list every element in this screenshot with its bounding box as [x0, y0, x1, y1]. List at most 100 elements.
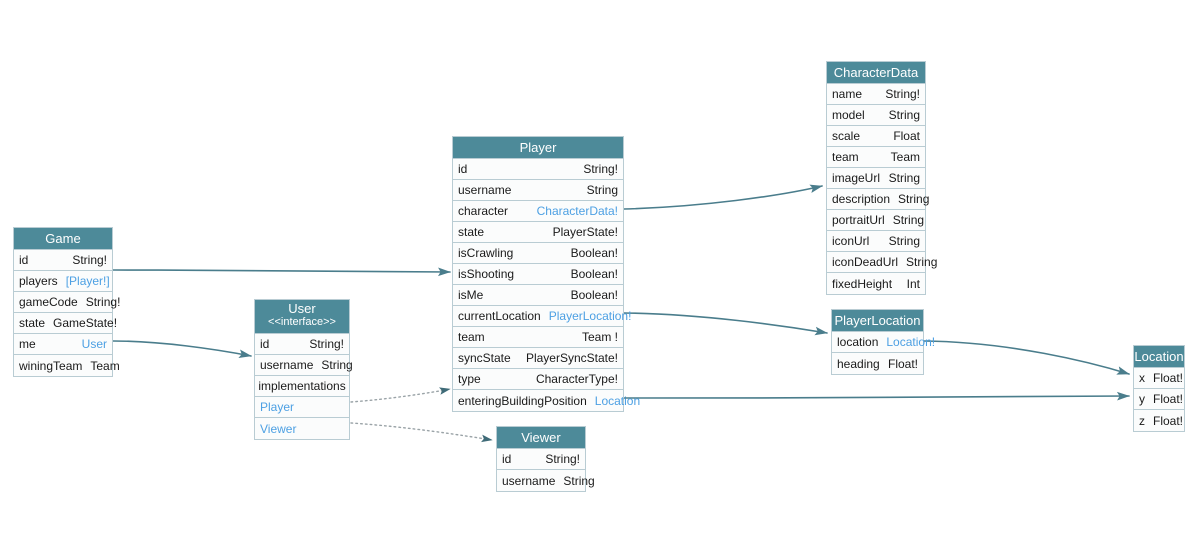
field-name: imageUrl — [832, 171, 881, 185]
field-row[interactable]: scale Float — [827, 126, 925, 147]
entity-name: Viewer — [521, 430, 561, 445]
field-row[interactable]: me User — [14, 334, 112, 355]
field-name: character — [458, 204, 509, 218]
field-type: String! — [885, 87, 920, 101]
field-type: Float! — [887, 356, 918, 371]
field-name: players — [19, 274, 58, 288]
field-type[interactable]: PlayerLocation! — [548, 309, 632, 323]
field-row[interactable]: character CharacterData! — [453, 201, 623, 222]
field-name: isMe — [458, 288, 484, 302]
field-name: iconUrl — [832, 234, 870, 248]
field-type: String! — [583, 162, 618, 176]
entity-title-playerlocation: PlayerLocation — [832, 310, 923, 332]
field-type: String! — [72, 253, 107, 267]
entity-title-characterdata: CharacterData — [827, 62, 925, 84]
field-name: username — [458, 183, 512, 197]
field-name: x — [1139, 371, 1145, 385]
field-name: isShooting — [458, 267, 515, 281]
field-name: fixedHeight — [832, 276, 893, 291]
field-type: Team — [890, 150, 920, 164]
entity-title-player: Player — [453, 137, 623, 159]
entity-title-user: User<<interface>> — [255, 300, 349, 334]
field-row[interactable]: portraitUrl String — [827, 210, 925, 231]
field-type[interactable]: CharacterData! — [536, 204, 618, 218]
field-name: me — [19, 337, 36, 351]
section-label-text: implementations — [258, 379, 346, 393]
field-name: winingTeam — [19, 358, 83, 373]
field-type: Boolean! — [570, 267, 618, 281]
field-type[interactable]: Location! — [886, 335, 936, 349]
field-row[interactable]: isShooting Boolean! — [453, 264, 623, 285]
field-name: iconDeadUrl — [832, 255, 899, 269]
field-row[interactable]: iconUrl String — [827, 231, 925, 252]
field-name: portraitUrl — [832, 213, 885, 227]
field-type: String — [906, 255, 938, 269]
field-type: PlayerState! — [552, 225, 618, 239]
field-type: String — [888, 234, 920, 248]
field-type: String! — [545, 452, 580, 466]
field-row[interactable]: enteringBuildingPosition Location — [453, 390, 640, 411]
field-type: Float — [893, 129, 920, 143]
field-row[interactable]: heading Float! — [832, 353, 923, 374]
field-type: String — [888, 171, 920, 185]
edge-game-players-to-player — [112, 267, 451, 277]
field-type[interactable]: User — [81, 337, 107, 351]
field-name: state — [458, 225, 485, 239]
field-row[interactable]: state PlayerState! — [453, 222, 623, 243]
field-type: String — [888, 108, 920, 122]
field-type: String — [892, 213, 925, 227]
field-type: Team ! — [581, 330, 618, 344]
implementation-name: Viewer — [260, 421, 297, 436]
field-row[interactable]: winingTeam Team — [14, 355, 120, 376]
entity-stereotype: <<interface>> — [268, 315, 336, 328]
field-type[interactable]: Location — [594, 393, 641, 408]
implementation-row[interactable]: Player — [255, 397, 349, 418]
implementation-row[interactable]: Viewer — [255, 418, 349, 439]
field-row[interactable]: players [Player!] — [14, 271, 112, 292]
field-type: GameState! — [53, 316, 118, 330]
field-name: scale — [832, 129, 861, 143]
field-name: enteringBuildingPosition — [458, 393, 587, 408]
field-row[interactable]: iconDeadUrl String — [827, 252, 937, 273]
field-type: String — [563, 473, 595, 488]
entity-name: Player — [519, 140, 557, 155]
entity-title-game: Game — [14, 228, 112, 250]
field-type: Boolean! — [570, 246, 618, 260]
field-row[interactable]: imageUrl String — [827, 168, 925, 189]
implementation-name: Player — [260, 400, 295, 414]
field-type: Team — [90, 358, 120, 373]
field-type[interactable]: [Player!] — [65, 274, 110, 288]
field-name: heading — [837, 356, 880, 371]
